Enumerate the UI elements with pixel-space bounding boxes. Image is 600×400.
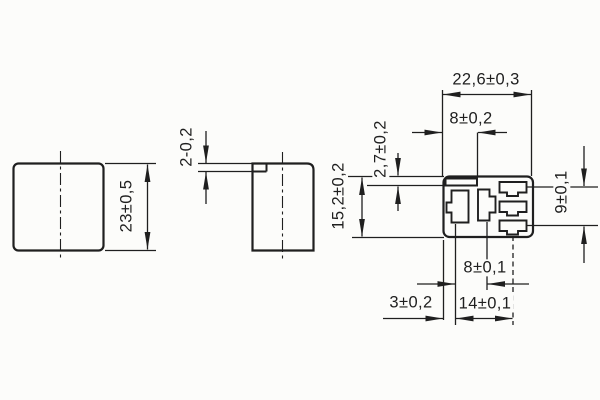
blade-slot-bottom [498,219,528,236]
dim-label-keyway-width: 8±0,2 [447,109,495,128]
connector-face-view [442,175,535,239]
dim-label-face-height: 15,2±0,2 [329,160,348,232]
dim-label-housing-height: 23±0,5 [117,177,136,235]
connector-face-outline [442,175,535,239]
dimension-lines [348,90,598,325]
blade-slot-middle [498,200,528,217]
dim-label-face-width: 22,6±0,3 [450,70,522,89]
housing-front-outline [251,162,315,252]
dim-label-key-tab-thickness: 2-0,2 [177,125,196,169]
left-side-view [12,151,156,261]
dim-label-terminal-span: 14±0,1 [456,294,514,313]
key-tab [252,163,268,173]
terminal-slot-center [477,188,497,222]
housing-side-outline [12,162,105,252]
blade-slot-top [498,181,528,197]
dim-label-terminal-spacing: 8±0,1 [461,258,509,277]
terminal-slot-left [445,189,470,224]
dim-label-edge-to-terminal: 3±0,2 [387,293,435,312]
front-side-view [198,131,315,261]
dim-label-blade-slot-spacing: 9±0,1 [552,168,571,216]
dim-label-keyway-height: 2,7±0,2 [371,118,390,180]
keyway-slot [444,177,478,187]
